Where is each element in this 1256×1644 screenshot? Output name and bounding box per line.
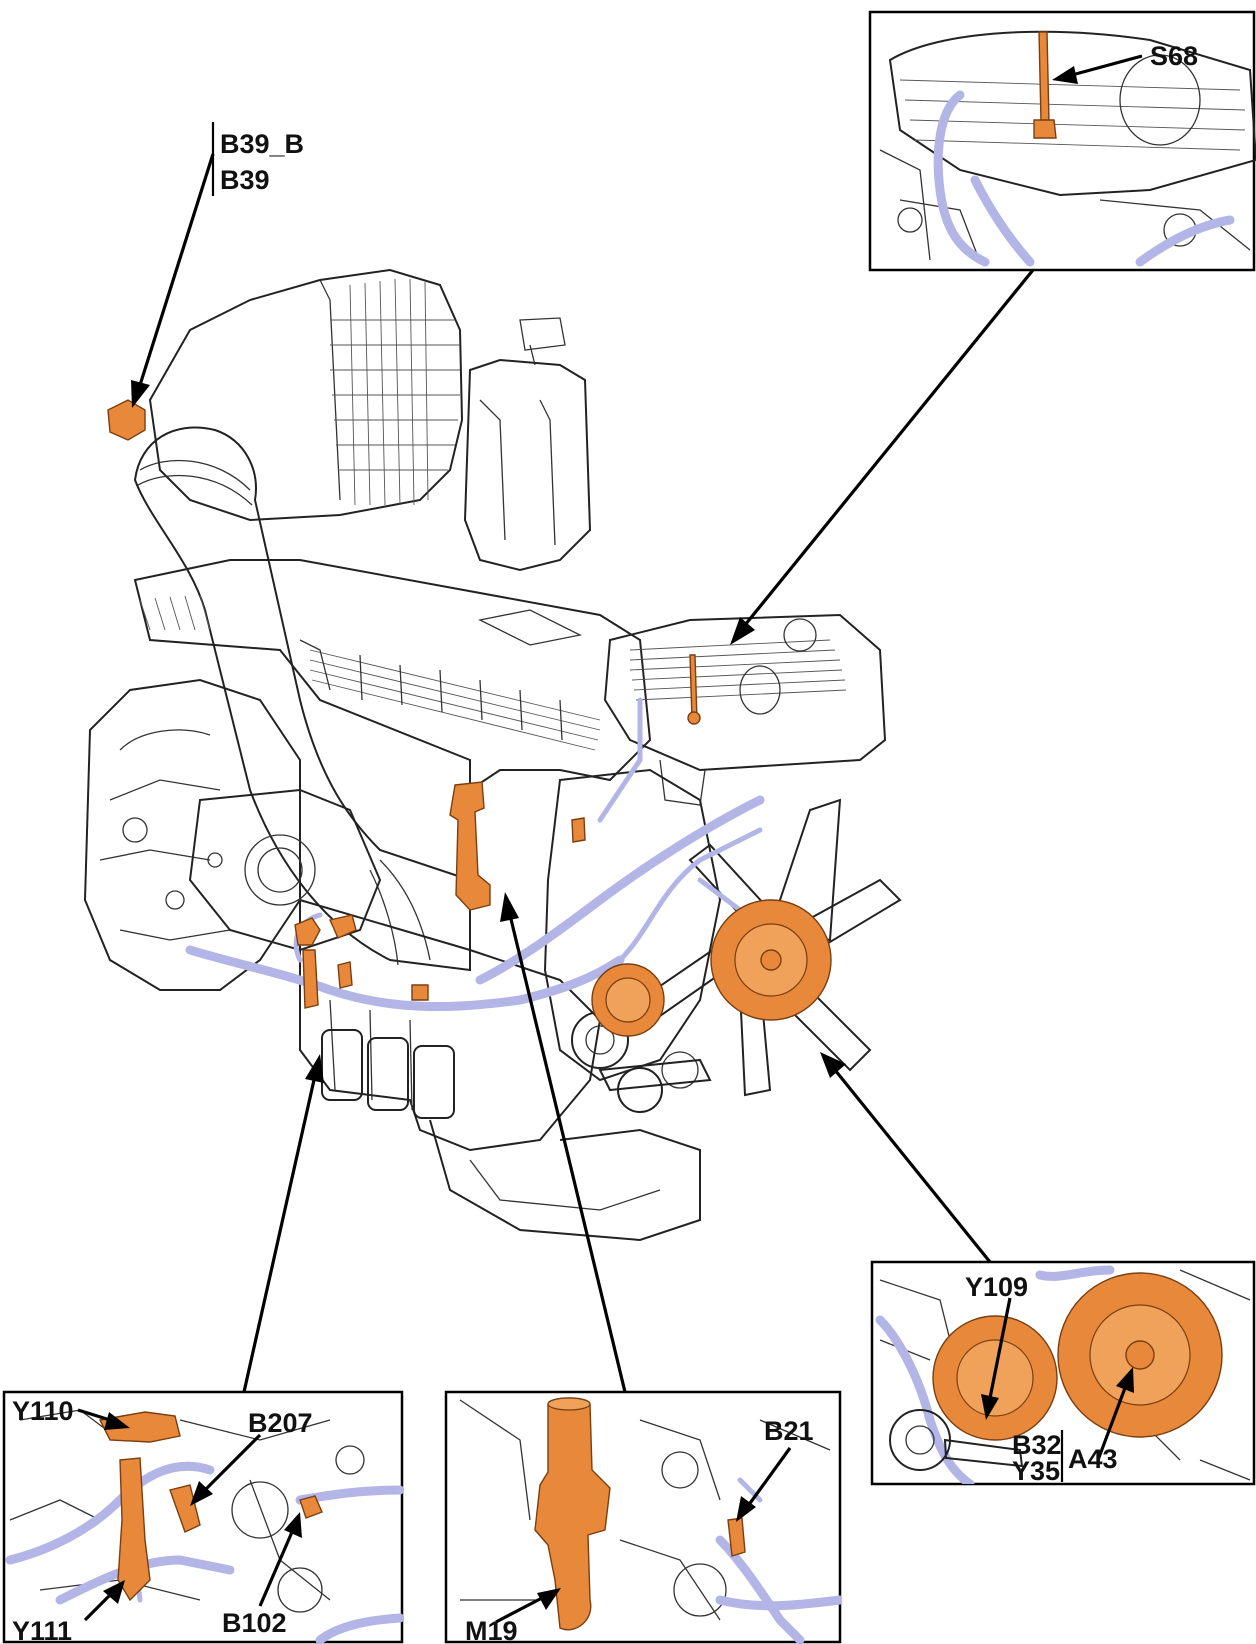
inset-s68: S68 xyxy=(868,10,1256,272)
air-filter-housing xyxy=(148,268,592,572)
label-a43: A43 xyxy=(1068,1444,1118,1474)
inset-fan-clutch: Y109 B32 Y35 A43 xyxy=(870,1260,1256,1486)
label-b102: B102 xyxy=(222,1608,287,1638)
main-orange-components xyxy=(107,399,832,1037)
leader-arrows xyxy=(131,153,1035,1393)
inset-lower-left: Y110 B207 Y111 B102 xyxy=(2,1390,404,1644)
label-y109: Y109 xyxy=(965,1272,1028,1302)
label-s68: S68 xyxy=(1150,41,1198,71)
label-b39-b: B39_B xyxy=(220,129,304,159)
label-b32: B32 xyxy=(1012,1430,1062,1460)
engine-illustration xyxy=(83,268,902,1242)
front-end-accessory-drive xyxy=(543,768,722,1113)
label-b39: B39 xyxy=(220,165,270,195)
inset-lower-middle: B21 M19 xyxy=(444,1390,842,1644)
wiring-harness xyxy=(185,697,765,1012)
intake-pipe xyxy=(133,426,471,972)
label-b21: B21 xyxy=(764,1416,814,1446)
turbocharger xyxy=(188,788,382,952)
label-m19: M19 xyxy=(465,1616,518,1644)
label-b207: B207 xyxy=(248,1408,313,1438)
label-y35: Y35 xyxy=(1012,1456,1060,1486)
callout-b39-group: B39_B B39 xyxy=(211,122,304,196)
label-y111: Y111 xyxy=(12,1616,72,1644)
label-y110: Y110 xyxy=(12,1396,74,1426)
